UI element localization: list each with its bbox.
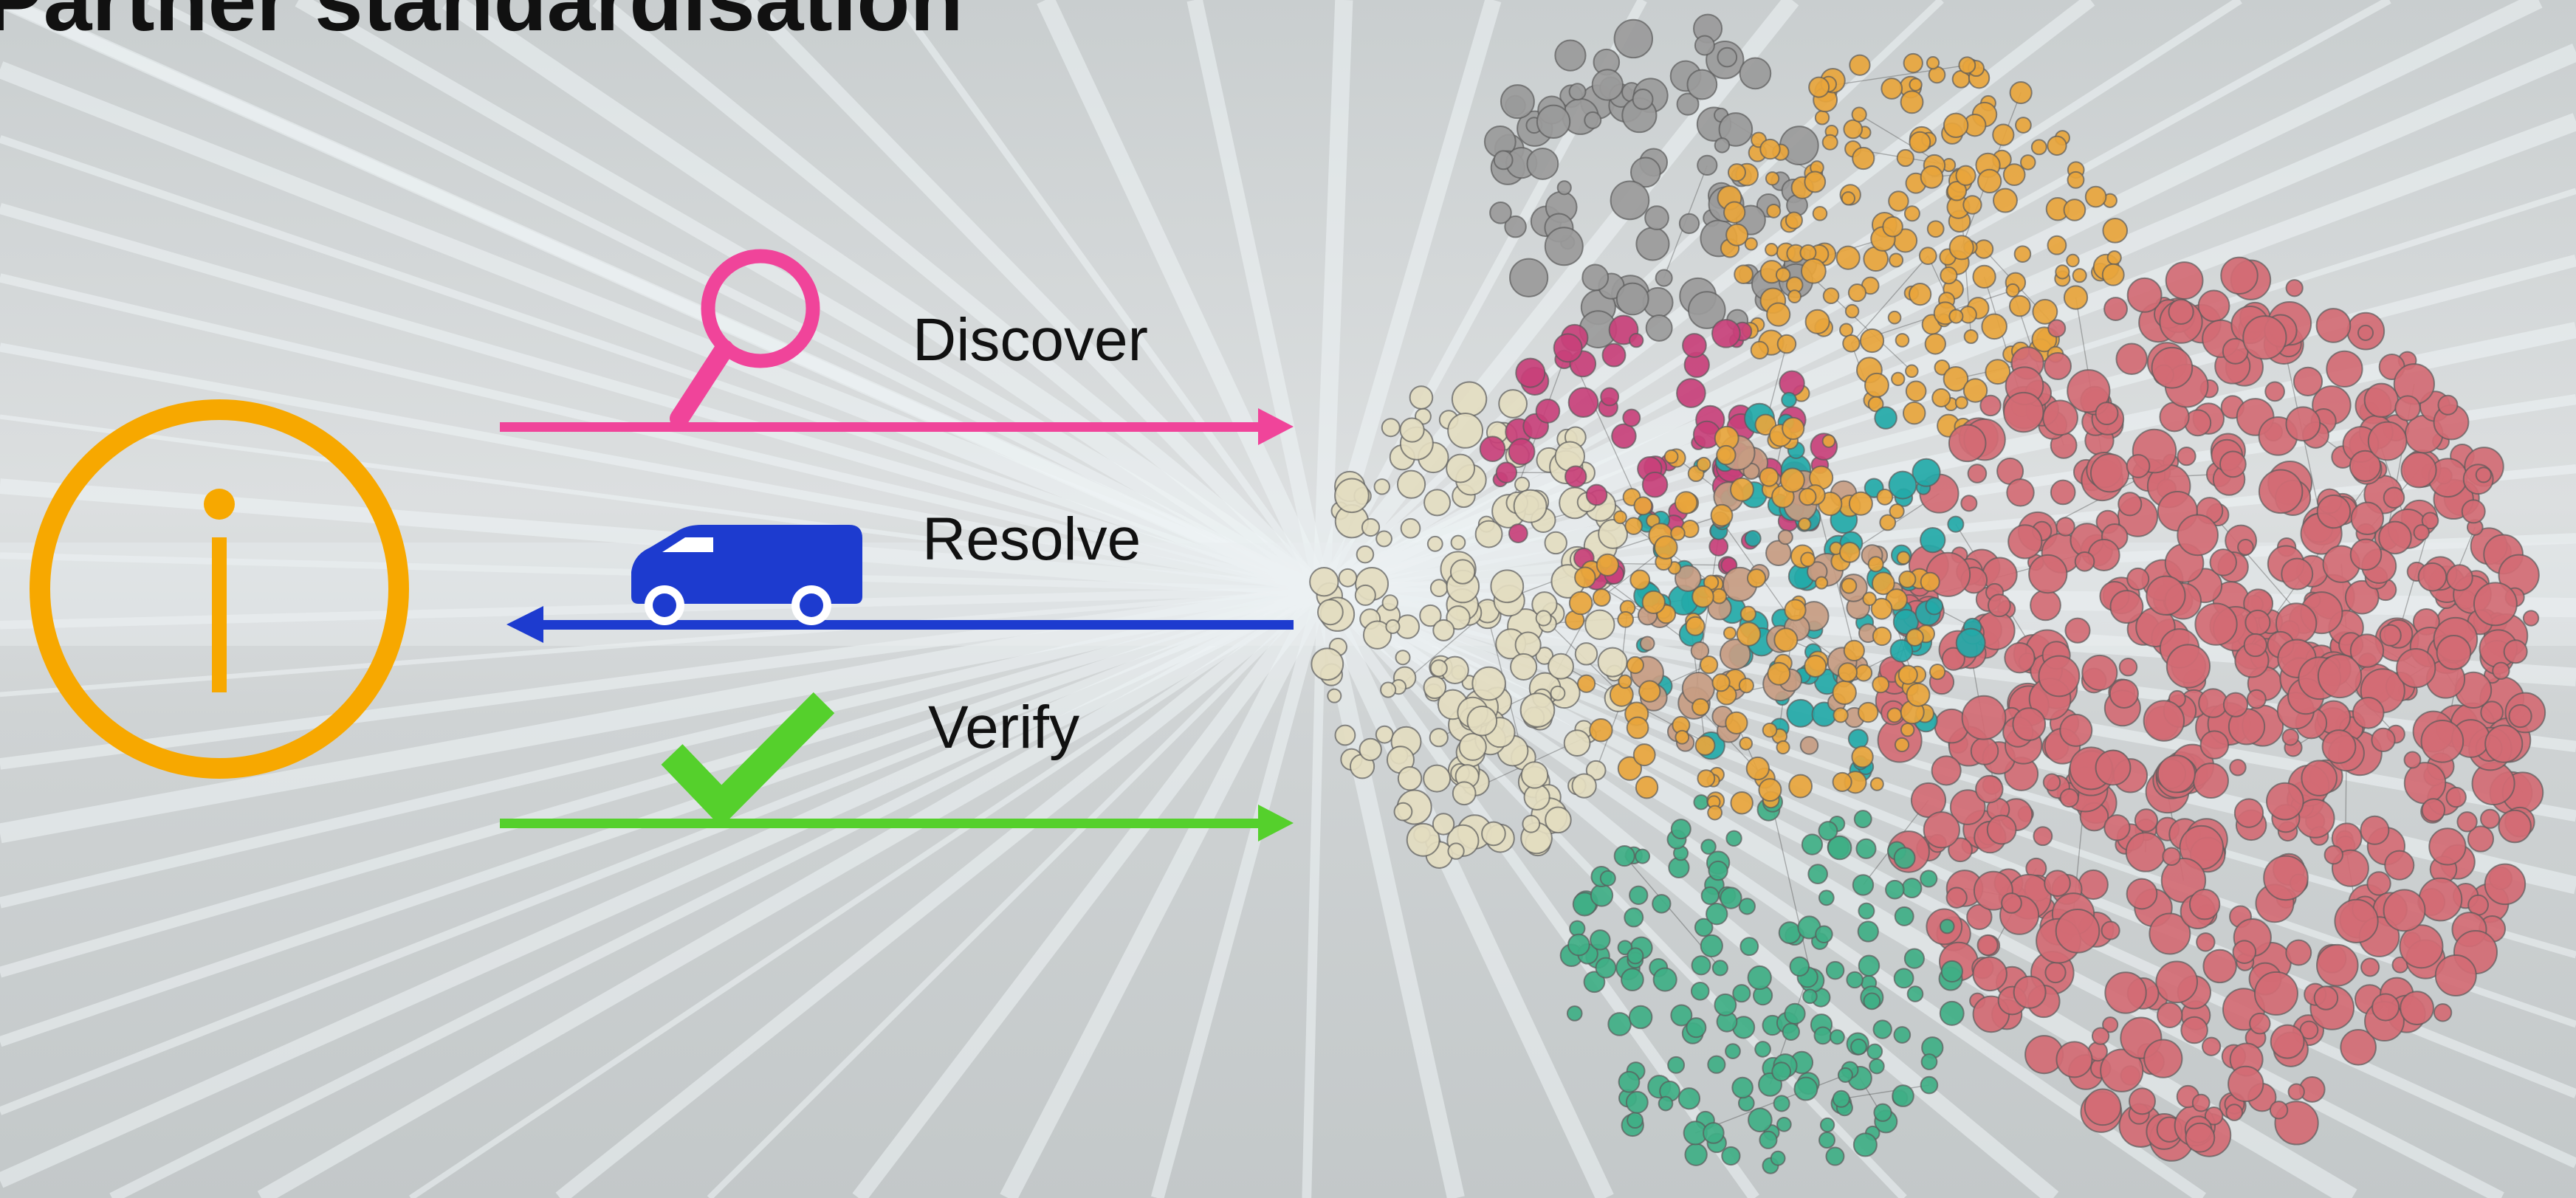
discover-arrow bbox=[500, 408, 1294, 445]
step-label-resolve: Resolve bbox=[922, 506, 1141, 573]
info-icon bbox=[30, 399, 409, 779]
verify-arrow bbox=[500, 805, 1294, 841]
magnifier-icon bbox=[670, 249, 820, 428]
slide-title: Partner standardisation bbox=[0, 0, 964, 49]
delivery-van-icon bbox=[631, 525, 862, 625]
network-graph bbox=[1309, 13, 2546, 1174]
step-label-verify: Verify bbox=[928, 694, 1080, 761]
checkmark-icon bbox=[661, 692, 835, 827]
resolve-arrow bbox=[506, 606, 1294, 643]
step-label-discover: Discover bbox=[913, 306, 1148, 373]
